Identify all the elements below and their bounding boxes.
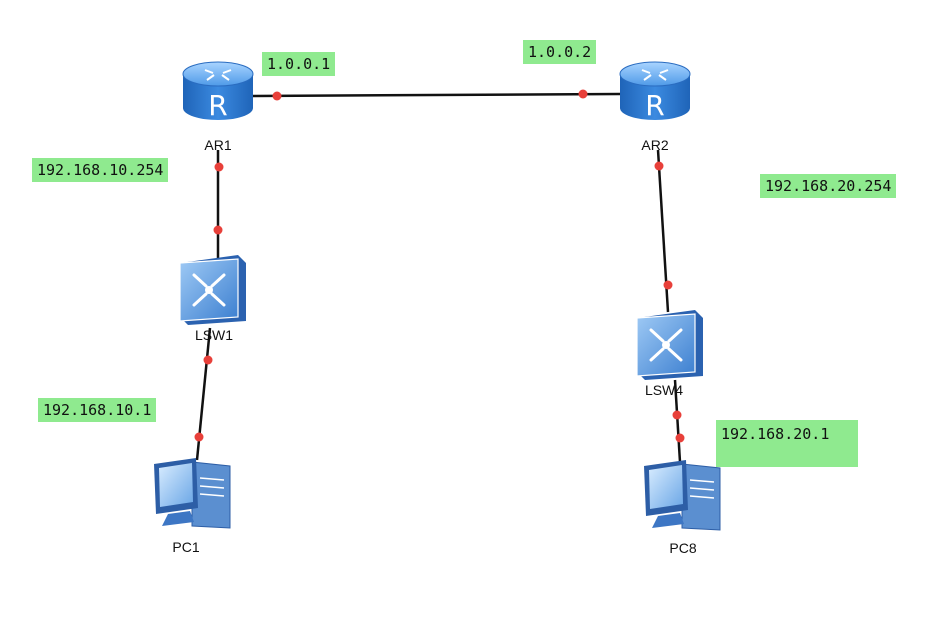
port-dot — [194, 432, 204, 442]
port-dot — [214, 162, 224, 172]
ip-label-ar1-wan: 1.0.0.1 — [262, 52, 336, 76]
ip-label-ar1-lan: 192.168.10.254 — [32, 158, 169, 182]
router-icon-ar2[interactable]: R — [619, 61, 691, 122]
port-dot — [213, 225, 223, 235]
ip-label-pc8: 192.168.20.1 — [716, 420, 858, 467]
ip-label-ar2-lan: 192.168.20.254 — [760, 174, 897, 198]
switch-icon-lsw1[interactable] — [179, 255, 246, 325]
switch-icon-lsw4[interactable] — [636, 310, 703, 380]
device-label-ar2: AR2 — [641, 137, 669, 153]
port-dot — [663, 280, 673, 290]
port-dot — [272, 91, 282, 101]
link-lsw4-pc8[interactable] — [673, 379, 682, 463]
port-dot — [654, 161, 664, 171]
device-label-ar1: AR1 — [204, 137, 232, 153]
device-label-pc8: PC8 — [669, 540, 697, 556]
pc-icon-pc8[interactable] — [644, 460, 721, 531]
pc-icon-pc1[interactable] — [154, 458, 231, 529]
device-label-lsw4: LSW4 — [644, 382, 684, 398]
port-dot — [672, 410, 682, 420]
device-label-lsw1: LSW1 — [194, 327, 234, 343]
device-label-pc1: PC1 — [172, 539, 200, 555]
link-ar1-ar2[interactable] — [251, 92, 621, 98]
port-dot — [578, 89, 588, 99]
router-glyph: R — [645, 89, 664, 122]
router-glyph: R — [208, 89, 227, 122]
port-dot — [203, 355, 213, 365]
ip-label-ar2-wan: 1.0.0.2 — [523, 40, 597, 64]
router-icon-ar1[interactable]: R — [182, 61, 254, 122]
port-dot — [675, 433, 685, 443]
ip-label-pc1: 192.168.10.1 — [38, 398, 157, 422]
